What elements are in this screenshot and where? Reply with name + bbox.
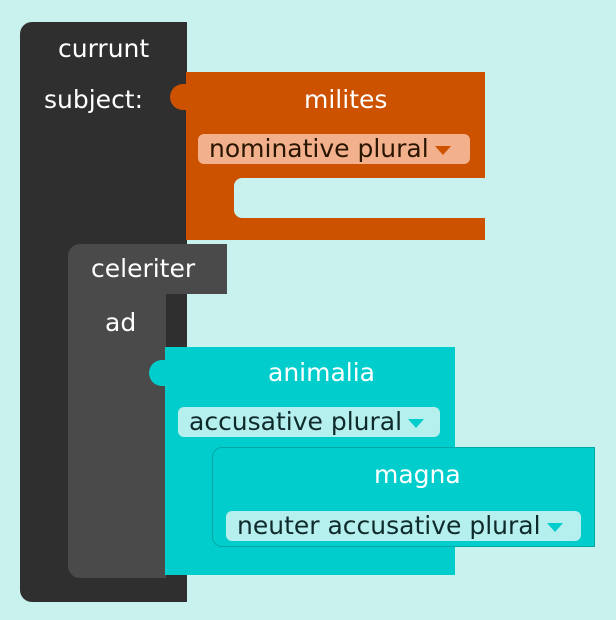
empty-modifier-slot[interactable] [234, 178, 485, 218]
adjective-word: magna [374, 460, 461, 489]
case-dropdown[interactable]: nominative plural [198, 134, 470, 164]
puzzle-tab-connector [170, 84, 188, 110]
subject-slot-label: subject: [44, 85, 144, 114]
adjective-block-magna[interactable]: magna neuter accusative plural [212, 447, 595, 547]
chevron-down-icon [434, 145, 451, 155]
case-dropdown[interactable]: neuter accusative plural [226, 511, 581, 541]
preposition-block-ad[interactable]: ad [68, 294, 166, 578]
preposition-word: ad [105, 308, 137, 337]
noun-word: animalia [268, 358, 375, 387]
verb-word: currunt [58, 34, 150, 63]
noun-block-milites[interactable]: milites nominative plural [170, 72, 485, 240]
adverb-word: celeriter [91, 254, 196, 283]
case-dropdown-value: nominative plural [209, 134, 429, 163]
case-dropdown-value: accusative plural [189, 407, 403, 436]
adverb-block-celeriter[interactable]: celeriter [68, 244, 227, 294]
case-dropdown-value: neuter accusative plural [237, 511, 541, 540]
case-dropdown[interactable]: accusative plural [178, 407, 440, 437]
puzzle-tab-connector [149, 360, 167, 386]
noun-word: milites [304, 85, 388, 114]
chevron-down-icon [546, 522, 563, 532]
chevron-down-icon [408, 418, 425, 428]
